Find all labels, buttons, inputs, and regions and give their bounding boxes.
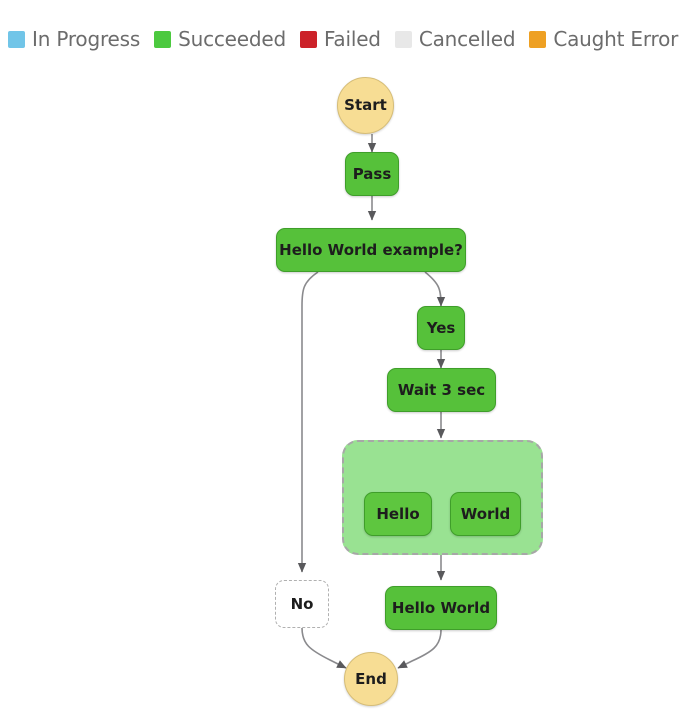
edge-choice-yes (424, 271, 446, 307)
legend-swatch-succeeded (154, 30, 172, 48)
legend-swatch-cancelled (394, 30, 412, 48)
node-start-label: Start (344, 96, 387, 114)
workflow-graph[interactable]: Start Pass Hello World example? Yes Wait… (0, 56, 700, 722)
node-choice-label: Hello World example? (279, 240, 463, 259)
node-world-label: World (460, 504, 511, 523)
edge-choice-no (297, 271, 319, 573)
node-no[interactable]: No (275, 580, 329, 628)
legend-item-cancelled[interactable]: Cancelled (394, 27, 516, 51)
legend-item-in-progress[interactable]: In Progress (8, 27, 140, 51)
node-wait-label: Wait 3 sec (397, 380, 486, 399)
edge-helloworld-end (397, 629, 442, 669)
node-pass-label: Pass (352, 164, 392, 183)
legend-label-cancelled: Cancelled (418, 27, 516, 51)
legend-label-failed: Failed (323, 27, 381, 51)
node-no-label: No (290, 594, 314, 613)
node-hello-world[interactable]: Hello World (385, 586, 497, 630)
node-yes-label: Yes (426, 318, 456, 337)
legend-label-caught-error: Caught Error (553, 27, 679, 51)
edge-no-end (301, 627, 347, 669)
legend-item-caught-error[interactable]: Caught Error (529, 27, 678, 51)
status-legend: In Progress Succeeded Failed Cancelled C… (8, 22, 692, 56)
node-pass[interactable]: Pass (345, 152, 399, 196)
legend-swatch-in-progress (8, 30, 25, 48)
node-world[interactable]: World (450, 492, 521, 536)
node-hello[interactable]: Hello (364, 492, 432, 536)
node-end-label: End (355, 669, 387, 688)
legend-label-succeeded: Succeeded (178, 27, 286, 51)
legend-label-in-progress: In Progress (32, 27, 141, 51)
node-start[interactable]: Start (337, 77, 394, 134)
node-hello-world-label: Hello World (391, 598, 491, 617)
node-yes[interactable]: Yes (417, 306, 465, 350)
legend-item-failed[interactable]: Failed (299, 27, 381, 51)
legend-swatch-caught-error (529, 30, 547, 48)
node-wait-3-sec[interactable]: Wait 3 sec (387, 368, 496, 412)
node-hello-world-example-choice[interactable]: Hello World example? (276, 228, 466, 272)
node-hello-label: Hello (376, 504, 420, 523)
node-end[interactable]: End (344, 652, 398, 706)
legend-item-succeeded[interactable]: Succeeded (154, 27, 286, 51)
legend-swatch-failed (299, 30, 317, 48)
